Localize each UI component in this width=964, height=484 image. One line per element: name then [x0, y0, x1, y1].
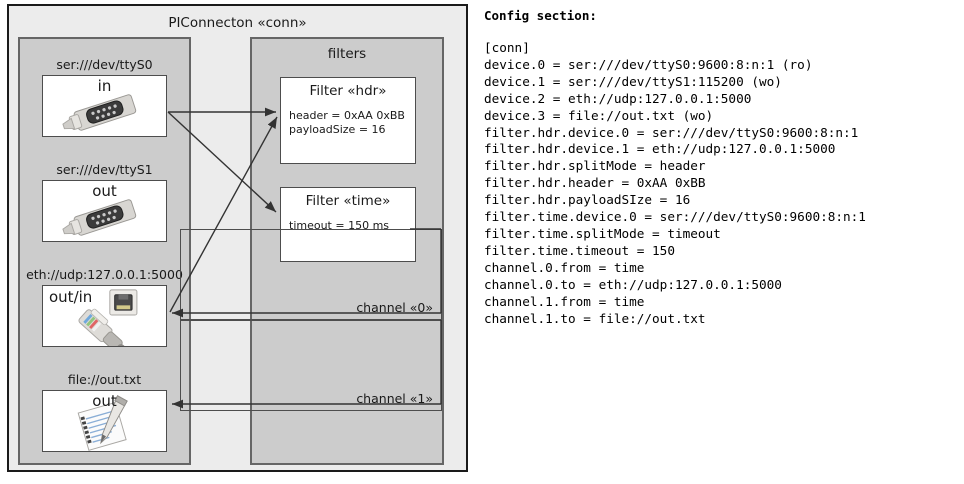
config-text: [conn] device.0 = ser:///dev/ttyS0:9600:… — [484, 40, 866, 326]
device-item-ttyS1[interactable]: ser:///dev/ttyS1 out — [20, 162, 189, 242]
filter-prop-timeout: timeout = 150 ms — [289, 219, 390, 232]
device-box[interactable]: out — [42, 180, 167, 242]
config-section: Config section: [conn] device.0 = ser://… — [481, 0, 964, 484]
filters-group: filters Filter «hdr» header = 0xAA 0xBB … — [250, 37, 444, 465]
diagram-title: PIConnecton «conn» — [168, 15, 307, 31]
channel-label: channel «0» — [356, 300, 433, 315]
config-heading: Config section: — [484, 8, 597, 23]
channel-label: channel «1» — [356, 391, 433, 406]
device-box[interactable]: out — [42, 390, 167, 452]
network-plug-icon — [78, 289, 138, 346]
channel-0-frame: channel «0» — [180, 229, 442, 320]
filter-prop-header: header = 0xAA 0xBB — [289, 109, 405, 122]
device-caption: file://out.txt — [67, 372, 142, 387]
serial-port-icon — [62, 199, 137, 236]
device-item-ttyS0[interactable]: ser:///dev/ttyS0 in — [20, 57, 189, 137]
filter-prop-payloadsize: payloadSize = 16 — [289, 123, 386, 136]
connection-diagram: PIConnecton «conn» ser:///dev/ttyS0 in — [0, 0, 476, 484]
device-direction-label: out — [92, 182, 117, 200]
device-item-file[interactable]: file://out.txt out — [20, 372, 189, 452]
devices-group: ser:///dev/ttyS0 in — [18, 37, 191, 465]
device-caption: eth://udp:127.0.0.1:5000 — [26, 267, 183, 282]
device-box[interactable]: out/in — [42, 285, 167, 347]
device-item-eth[interactable]: eth://udp:127.0.0.1:5000 out/in — [20, 267, 189, 347]
filters-group-title: filters — [327, 46, 367, 62]
device-caption: ser:///dev/ttyS1 — [56, 162, 153, 177]
device-direction-label: out/in — [49, 288, 93, 306]
device-direction-label: in — [97, 77, 112, 95]
filter-time-box[interactable]: Filter «time» timeout = 150 ms — [280, 187, 416, 262]
channel-1-frame: channel «1» — [180, 320, 442, 411]
device-box[interactable]: in — [42, 75, 167, 137]
filter-title: Filter «hdr» — [309, 83, 387, 99]
filter-title: Filter «time» — [305, 193, 391, 209]
device-caption: ser:///dev/ttyS0 — [56, 57, 153, 72]
serial-port-icon — [62, 94, 137, 131]
filter-hdr-box[interactable]: Filter «hdr» header = 0xAA 0xBB payloadS… — [280, 77, 416, 164]
device-direction-label: out — [92, 392, 117, 410]
text-file-icon — [77, 395, 128, 451]
